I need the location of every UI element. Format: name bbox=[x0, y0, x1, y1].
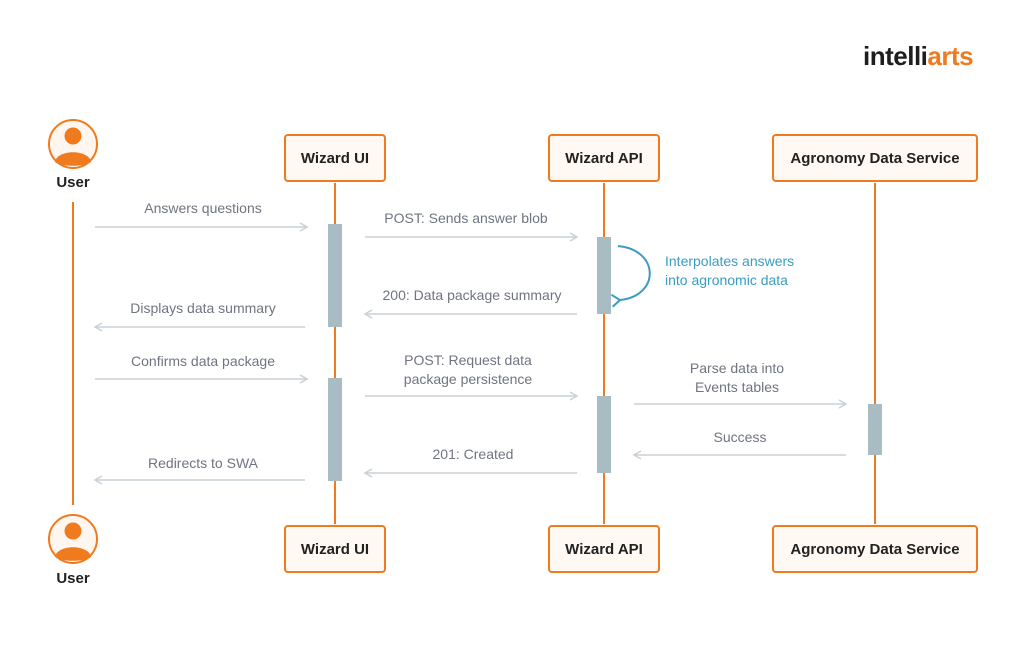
message-displays-summary: Displays data summary bbox=[130, 300, 276, 316]
activation-wizard-api-1 bbox=[597, 237, 611, 314]
message-post-request-line2: package persistence bbox=[403, 371, 533, 387]
message-data-package-summary: 200: Data package summary bbox=[382, 287, 562, 303]
message-confirms-package: Confirms data package bbox=[131, 353, 275, 369]
activation-wizard-ui-1 bbox=[328, 224, 342, 327]
message-created: 201: Created bbox=[432, 446, 514, 462]
user-avatar-icon bbox=[48, 119, 98, 169]
activation-wizard-ui-2 bbox=[328, 378, 342, 481]
user-avatar-icon bbox=[48, 514, 98, 564]
self-call-arrow bbox=[610, 245, 651, 308]
actor-label-user-bottom: User bbox=[56, 570, 90, 587]
participant-box-agronomy-bottom: Agronomy Data Service bbox=[772, 525, 978, 573]
logo-text-left: intelli bbox=[863, 41, 928, 71]
participant-box-wizard-ui-top: Wizard UI bbox=[284, 134, 386, 182]
message-success: Success bbox=[713, 429, 767, 445]
activation-agronomy bbox=[868, 404, 882, 455]
participant-box-wizard-ui-bottom: Wizard UI bbox=[284, 525, 386, 573]
participant-label: Wizard API bbox=[565, 149, 643, 167]
participant-label: Wizard API bbox=[565, 540, 643, 558]
participant-label: Agronomy Data Service bbox=[790, 149, 960, 167]
participant-box-wizard-api-bottom: Wizard API bbox=[548, 525, 660, 573]
message-answers-questions: Answers questions bbox=[144, 200, 262, 216]
message-post-request-line1: POST: Request data bbox=[404, 352, 532, 368]
participant-box-wizard-api-top: Wizard API bbox=[548, 134, 660, 182]
actor-label-user-top: User bbox=[56, 174, 90, 191]
activation-wizard-api-2 bbox=[597, 396, 611, 473]
logo-text-right: arts bbox=[927, 41, 974, 71]
message-parse-line2: Events tables bbox=[694, 379, 780, 395]
message-parse-line1: Parse data into bbox=[689, 360, 785, 376]
intelliarts-logo: intelliarts bbox=[863, 40, 974, 72]
participant-label: Wizard UI bbox=[300, 540, 370, 558]
message-redirects: Redirects to SWA bbox=[148, 455, 258, 471]
participant-box-agronomy-top: Agronomy Data Service bbox=[772, 134, 978, 182]
message-post-answer-blob: POST: Sends answer blob bbox=[384, 210, 548, 226]
participant-label: Wizard UI bbox=[300, 149, 370, 167]
note-interpolates-line2: into agronomic data bbox=[665, 272, 788, 288]
participant-label: Agronomy Data Service bbox=[790, 540, 960, 558]
note-interpolates-line1: Interpolates answers bbox=[665, 253, 795, 269]
